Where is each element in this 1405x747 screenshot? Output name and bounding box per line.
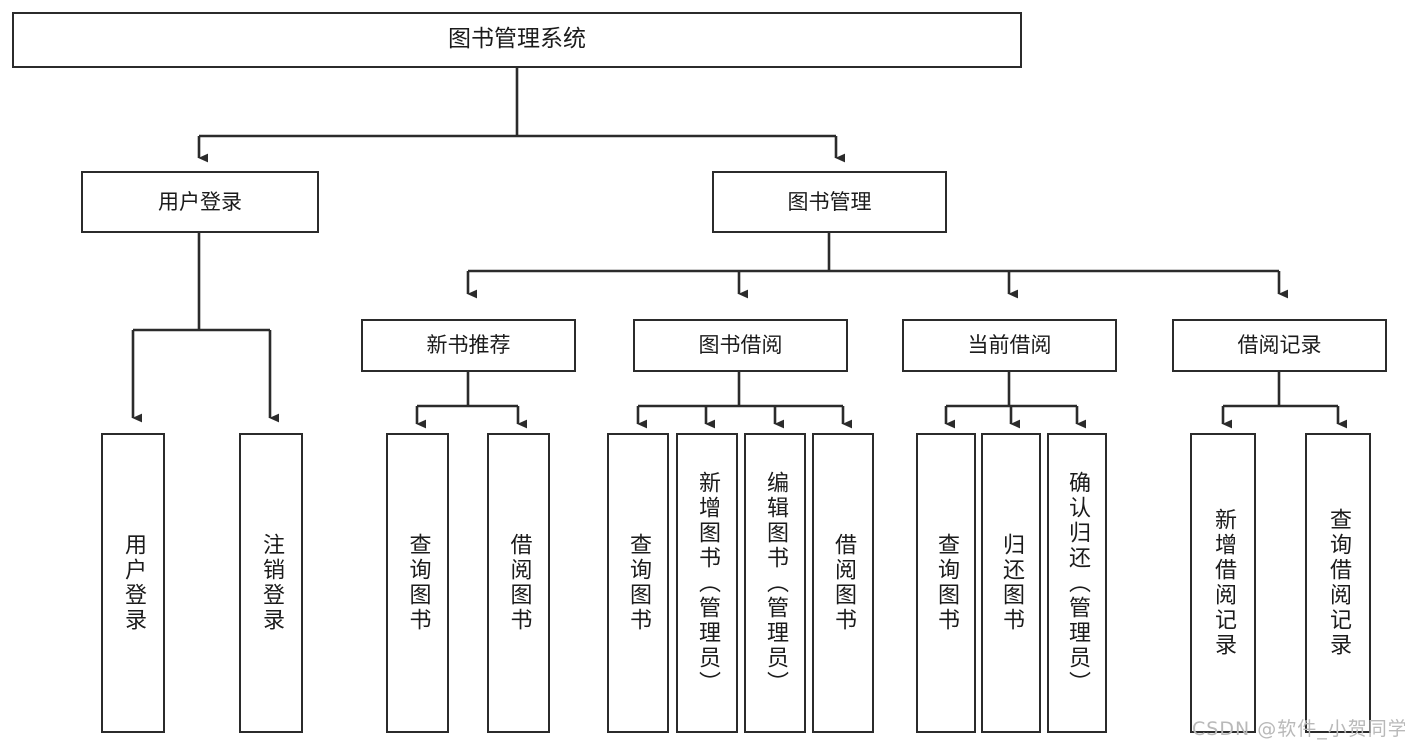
csdn-watermark: CSDN @软件_小贺同学	[1192, 718, 1405, 740]
node-label: 借阅图书	[506, 533, 532, 633]
leaf-borrow-book-newbook[interactable]: 借阅图书	[487, 433, 550, 733]
node-label: 编辑图书（管理员）	[763, 470, 788, 696]
node-user-login[interactable]: 用户登录	[81, 171, 319, 233]
node-label: 图书管理	[787, 189, 872, 214]
node-borrow-record[interactable]: 借阅记录	[1172, 319, 1387, 372]
node-label: 新增图书（管理员）	[695, 470, 720, 696]
node-label: 新书推荐	[426, 333, 511, 358]
node-book-management[interactable]: 图书管理	[712, 171, 947, 233]
node-label: 用户登录	[158, 189, 242, 214]
leaf-query-borrow-record[interactable]: 查询借阅记录	[1305, 433, 1371, 733]
node-label: 归还图书	[999, 533, 1024, 633]
node-label: 借阅图书	[831, 533, 856, 633]
node-current-borrow[interactable]: 当前借阅	[902, 319, 1117, 372]
leaf-borrow-book-borrow[interactable]: 借阅图书	[812, 433, 874, 733]
leaf-return-book[interactable]: 归还图书	[981, 433, 1041, 733]
node-label: 注销登录	[259, 533, 284, 633]
node-book-management-system[interactable]: 图书管理系统	[12, 12, 1022, 68]
node-label: 当前借阅	[967, 333, 1052, 358]
node-label: 查询图书	[934, 533, 959, 633]
node-label: 确认归还（管理员）	[1065, 470, 1090, 696]
leaf-query-book-borrow[interactable]: 查询图书	[607, 433, 669, 733]
leaf-query-book-current[interactable]: 查询图书	[916, 433, 976, 733]
leaf-logout-login[interactable]: 注销登录	[239, 433, 303, 733]
node-book-borrow[interactable]: 图书借阅	[633, 319, 848, 372]
leaf-add-book-admin[interactable]: 新增图书（管理员）	[676, 433, 738, 733]
node-label: 查询借阅记录	[1326, 508, 1351, 658]
node-label: 查询图书	[626, 533, 651, 633]
leaf-query-book-newbook[interactable]: 查询图书	[386, 433, 449, 733]
node-label: 图书管理系统	[448, 26, 586, 53]
node-label: 借阅记录	[1237, 333, 1322, 358]
leaf-add-borrow-record[interactable]: 新增借阅记录	[1190, 433, 1256, 733]
node-label: 图书借阅	[698, 333, 783, 358]
node-new-book-recommendation[interactable]: 新书推荐	[361, 319, 576, 372]
leaf-user-login[interactable]: 用户登录	[101, 433, 165, 733]
node-label: 新增借阅记录	[1211, 508, 1236, 658]
leaf-confirm-return-admin[interactable]: 确认归还（管理员）	[1047, 433, 1107, 733]
leaf-edit-book-admin[interactable]: 编辑图书（管理员）	[744, 433, 806, 733]
node-label: 查询图书	[405, 533, 431, 633]
node-label: 用户登录	[121, 533, 146, 633]
